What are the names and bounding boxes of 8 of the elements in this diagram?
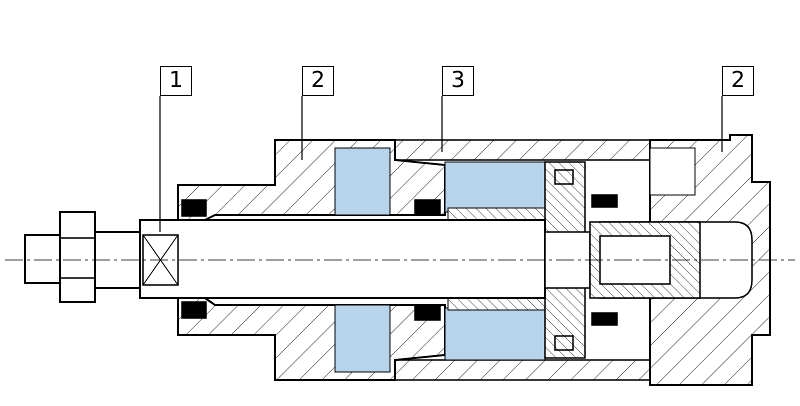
callout-number: 1: [160, 66, 192, 96]
callout-number: 2: [302, 66, 334, 96]
leader-line: [159, 96, 161, 232]
leader-line: [441, 96, 443, 152]
callout-number: 2: [722, 66, 754, 96]
leader-line: [721, 96, 723, 152]
leader-line: [301, 96, 303, 160]
callout-number: 3: [442, 66, 474, 96]
